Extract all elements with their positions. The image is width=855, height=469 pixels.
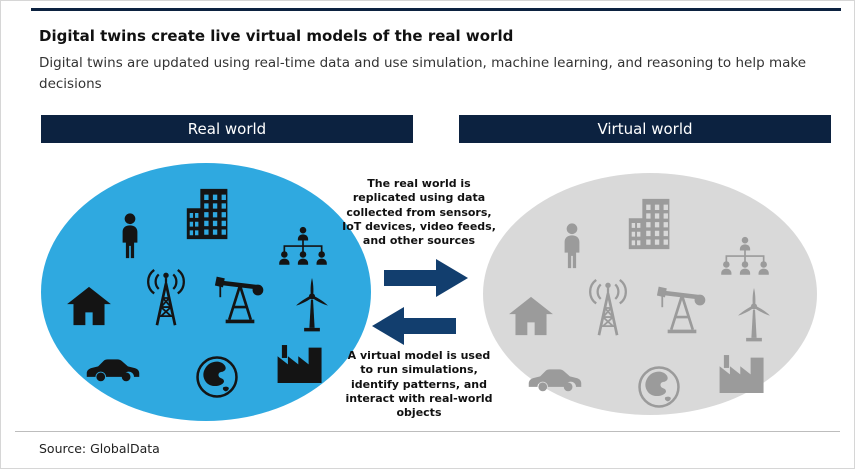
oil-pump-icon xyxy=(655,283,709,335)
real-world-ellipse xyxy=(41,163,371,421)
wind-turbine-icon xyxy=(291,277,333,335)
wind-turbine-icon xyxy=(733,287,775,345)
car-icon xyxy=(527,365,583,393)
person-icon xyxy=(115,213,145,259)
virtual-world-ellipse xyxy=(483,173,817,415)
top-accent-rule xyxy=(31,8,841,11)
arrow-right-icon xyxy=(384,259,468,297)
car-icon xyxy=(85,355,141,383)
org-chart-icon xyxy=(275,225,331,269)
oil-pump-icon xyxy=(213,273,267,325)
page-subtitle: Digital twins are updated using real-tim… xyxy=(39,55,807,92)
annotation-virtual-to-real: A virtual model is used to run simulatio… xyxy=(345,349,493,420)
globe-icon xyxy=(195,355,239,399)
source-credit: Source: GlobalData xyxy=(39,441,160,456)
factory-icon xyxy=(275,343,325,385)
page-title: Digital twins create live virtual models… xyxy=(39,27,514,45)
arrow-left-icon xyxy=(372,307,456,345)
house-icon xyxy=(65,285,113,327)
footer-rule xyxy=(15,431,840,432)
real-world-header: Real world xyxy=(41,115,413,143)
radio-tower-icon xyxy=(579,277,637,339)
radio-tower-icon xyxy=(137,267,195,329)
annotation-real-to-virtual: The real world is replicated using data … xyxy=(342,177,496,248)
virtual-world-header: Virtual world xyxy=(459,115,831,143)
building-icon xyxy=(181,185,239,243)
org-chart-icon xyxy=(717,235,773,279)
building-icon xyxy=(623,195,681,253)
globe-icon xyxy=(637,365,681,409)
house-icon xyxy=(507,295,555,337)
factory-icon xyxy=(717,353,767,395)
person-icon xyxy=(557,223,587,269)
